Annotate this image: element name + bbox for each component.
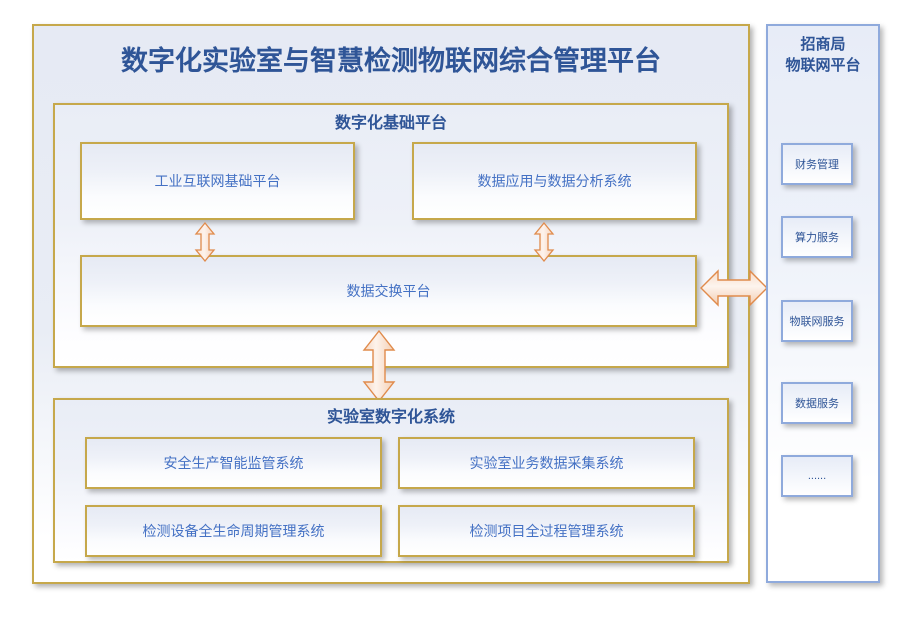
arrow-industrial-to-exchange-icon [194,221,216,263]
box-label: 数据应用与数据分析系统 [477,173,632,189]
box-lab-business-data-collection-system[interactable]: 实验室业务数据采集系统 [398,437,695,489]
sidebar-item-iot-service[interactable]: 物联网服务 [781,300,853,342]
box-industrial-internet-platform[interactable]: 工业互联网基础平台 [80,142,355,220]
box-safety-production-monitoring-system[interactable]: 安全生产智能监管系统 [85,437,382,489]
page-title: 数字化实验室与智慧检测物联网综合管理平台 [121,45,661,76]
box-equipment-lifecycle-management-system[interactable]: 检测设备全生命周期管理系统 [85,505,382,557]
sidebar-item-label: 数据服务 [795,398,839,410]
arrow-platform-to-iot-sidebar-icon [700,268,768,308]
box-project-process-management-system[interactable]: 检测项目全过程管理系统 [398,505,695,557]
sidebar-item-label: 算力服务 [795,232,839,244]
sidebar-title: 招商局 物联网平台 [766,30,880,80]
box-label: 实验室业务数据采集系统 [469,455,624,471]
sidebar-item-label: 物联网服务 [789,316,845,328]
box-label: 工业互联网基础平台 [154,173,281,189]
sidebar-title-line1: 招商局 [800,36,846,53]
sidebar-item-label: ...... [807,470,827,482]
sidebar-item-finance-management[interactable]: 财务管理 [781,143,853,185]
arrow-analysis-to-exchange-icon [533,221,555,263]
digital-platform-header: 数字化基础平台 [334,115,447,132]
arrow-exchange-to-lab-icon [362,329,396,403]
sidebar-item-data-service[interactable]: 数据服务 [781,382,853,424]
box-label: 安全生产智能监管系统 [163,455,304,471]
box-data-exchange-platform[interactable]: 数据交换平台 [80,255,697,327]
box-label: 检测项目全过程管理系统 [469,523,624,539]
box-data-application-analysis-system[interactable]: 数据应用与数据分析系统 [412,142,697,220]
sidebar-item-more[interactable]: ...... [781,455,853,497]
sidebar-item-label: 财务管理 [795,159,839,171]
box-label: 数据交换平台 [346,283,431,299]
sidebar-title-line2: 物联网平台 [785,57,861,74]
sidebar-item-computing-service[interactable]: 算力服务 [781,216,853,258]
lab-system-header: 实验室数字化系统 [326,409,455,426]
box-label: 检测设备全生命周期管理系统 [142,523,325,539]
